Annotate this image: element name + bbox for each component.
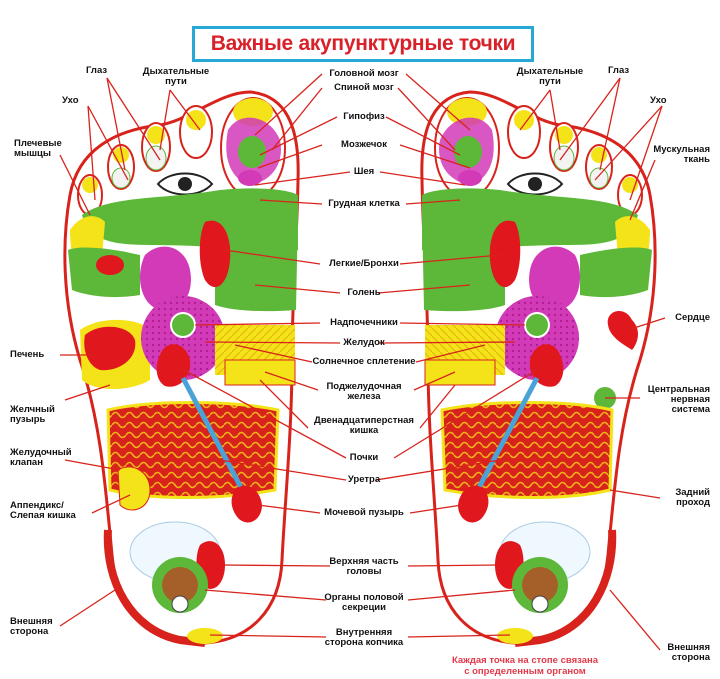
label-stomach-valve: Желудочный клапан (10, 447, 72, 468)
label-cerebellum: Мозжечок (341, 139, 387, 150)
label-outer-side-right: Внешняя сторона (667, 642, 710, 663)
label-bladder: Мочевой пузырь (324, 507, 404, 518)
label-chest: Грудная клетка (328, 198, 400, 209)
label-anus: Задний проход (675, 487, 710, 508)
label-ureter: Уретра (347, 474, 381, 485)
label-muscle: Мускульная ткань (653, 144, 710, 165)
label-stomach: Желудок (343, 337, 385, 348)
footnote: Каждая точка на стопе связана с определе… (451, 655, 599, 677)
label-liver: Печень (10, 349, 45, 360)
label-coccyx: Внутренняя сторона копчика (324, 627, 404, 648)
leader-lines (59, 73, 666, 651)
label-pituitary: Гипофиз (343, 111, 385, 122)
label-cns: Центральная нервная система (647, 384, 710, 415)
label-airways-left: Дыхательные пути (142, 66, 210, 87)
diagram-title: Важные акупунктурные точки (210, 32, 516, 55)
label-eye-left: Глаз (86, 65, 108, 76)
label-ear-right: Ухо (650, 95, 667, 106)
label-shin: Голень (347, 287, 381, 298)
label-outer-side-left: Внешняя сторона (10, 616, 53, 637)
label-shoulder: Плечевые мышцы (14, 138, 62, 159)
title-box: Важные акупунктурные точки (192, 26, 534, 62)
right-foot (420, 90, 657, 647)
label-adrenals: Надпочечники (330, 317, 398, 328)
label-genitals: Органы половой секреции (324, 592, 404, 613)
label-kidneys: Почки (349, 452, 379, 463)
label-spinal: Спиной мозг (334, 82, 394, 93)
label-airways-right: Дыхательные пути (516, 66, 584, 87)
label-upper-head: Верхняя часть головы (329, 556, 399, 577)
label-brain: Головной мозг (329, 68, 399, 79)
label-appendix: Аппендикс/ Слепая кишка (10, 500, 76, 521)
label-solar: Солнечное сплетение (312, 356, 416, 367)
label-ear-left: Ухо (62, 95, 79, 106)
label-heart: Сердце (675, 312, 710, 323)
label-pancreas: Поджелудочная железа (326, 381, 402, 402)
label-eye-right: Глаз (608, 65, 630, 76)
label-lungs: Легкие/Бронхи (329, 258, 399, 269)
left-foot (63, 90, 300, 647)
label-neck: Шея (353, 166, 375, 177)
label-gallbladder: Желчный пузырь (10, 404, 55, 425)
label-duodenum: Двенадцатиперстная кишка (314, 415, 414, 436)
